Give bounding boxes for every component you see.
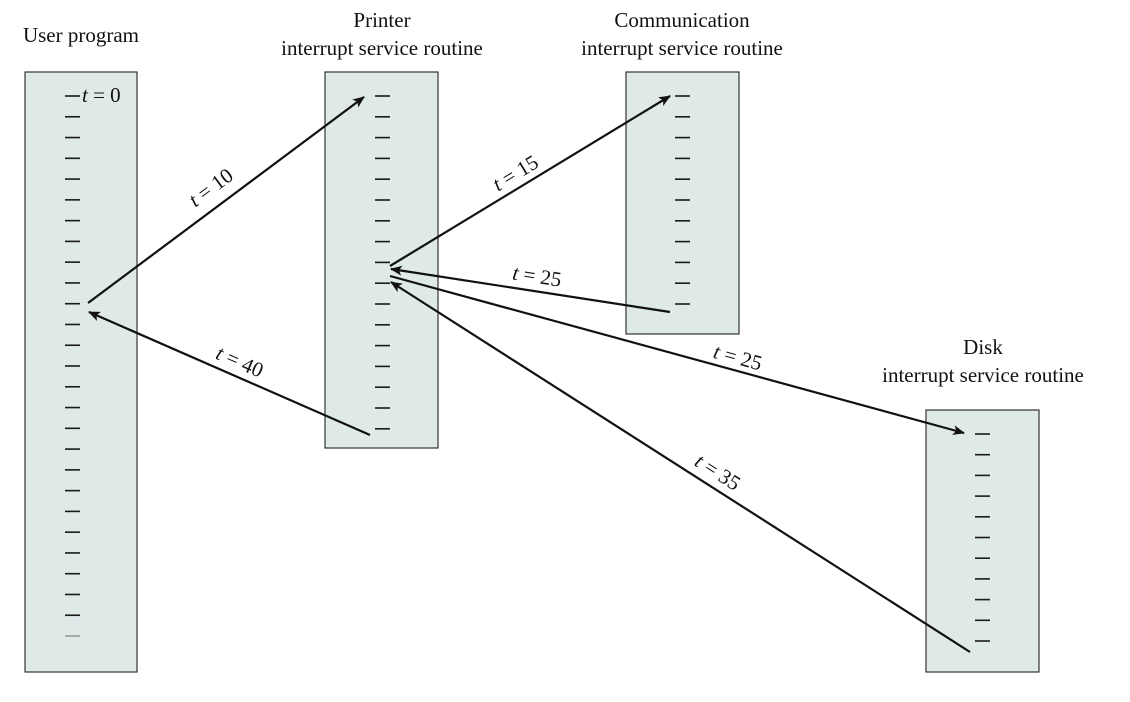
start-time-label: t = 0: [82, 83, 121, 107]
user-program-box: [24, 71, 138, 673]
communication-isr-box: [625, 71, 740, 335]
arrow-printer-to-disk: [389, 274, 965, 435]
transfer-label-t40: t = 40: [212, 341, 267, 383]
arrow-user-to-printer: [87, 96, 365, 304]
user-program-title: User program: [23, 23, 139, 47]
printer-isr-box: [324, 71, 439, 449]
transfer-label-t25-disk: t = 25: [711, 339, 765, 375]
communication-title-subtitle: interrupt service routine: [581, 36, 783, 60]
communication-title: Communication: [614, 8, 750, 32]
arrow-communication-to-printer: [390, 265, 671, 314]
printer-isr-instruction-ticks: [375, 95, 390, 430]
disk-title-subtitle: interrupt service routine: [882, 363, 1084, 387]
arrow-disk-to-printer: [390, 281, 971, 653]
arrow-printer-to-user: [88, 310, 371, 437]
transfer-label-t35: t = 35: [691, 449, 745, 496]
disk-title: Disk: [963, 335, 1003, 359]
transfer-label-t10: t = 10: [184, 163, 238, 212]
transfer-label-t25-return: t = 25: [511, 260, 563, 291]
communication-isr-instruction-ticks: [675, 95, 690, 305]
user-program-instruction-ticks: [65, 95, 80, 637]
arrow-printer-to-communication: [389, 95, 671, 267]
disk-isr-box: [925, 409, 1040, 673]
printer-title-subtitle: interrupt service routine: [281, 36, 483, 60]
printer-title: Printer: [353, 8, 410, 32]
disk-isr-instruction-ticks: [975, 433, 990, 642]
